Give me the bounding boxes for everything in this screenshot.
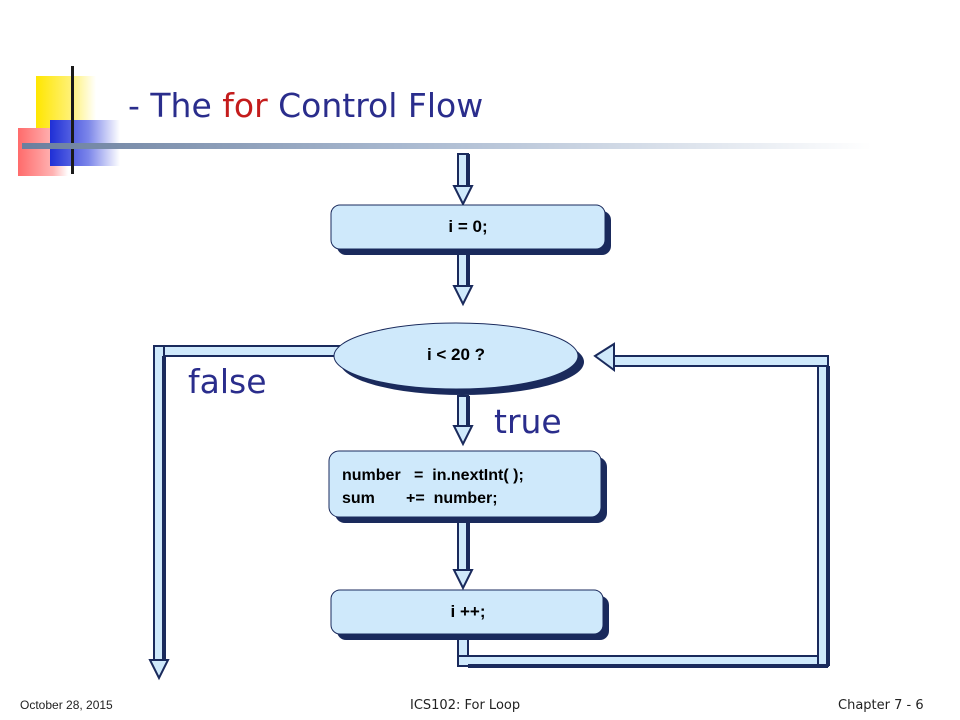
true-label: true xyxy=(494,402,562,441)
title-underline xyxy=(22,143,872,149)
footer-chapter: Chapter 7 - 6 xyxy=(838,698,924,713)
footer-date: October 28, 2015 xyxy=(20,698,113,712)
body-line-2: sum += number; xyxy=(342,490,498,507)
init-label: i = 0; xyxy=(448,217,488,236)
increment-box xyxy=(330,589,609,640)
increment-label: i ++; xyxy=(450,602,486,621)
arrow-init-to-condition xyxy=(453,253,473,305)
decor-vertical-line xyxy=(71,66,74,174)
title-keyword: for xyxy=(222,86,268,125)
init-box xyxy=(330,204,611,255)
false-label: false xyxy=(188,362,267,401)
footer-course: ICS102: For Loop xyxy=(410,698,521,713)
title-suffix: Control Flow xyxy=(267,86,484,125)
body-box xyxy=(328,450,607,523)
title-prefix: - The xyxy=(128,86,223,125)
condition-ellipse xyxy=(333,322,584,395)
arrow-body-to-increment xyxy=(453,521,473,589)
arrow-true-branch xyxy=(453,395,473,445)
body-line-1: number = in.nextInt( ); xyxy=(342,467,524,484)
slide-title: - The for Control Flow xyxy=(128,86,483,125)
condition-label: i < 20 ? xyxy=(426,345,486,364)
arrow-entry xyxy=(453,153,473,205)
